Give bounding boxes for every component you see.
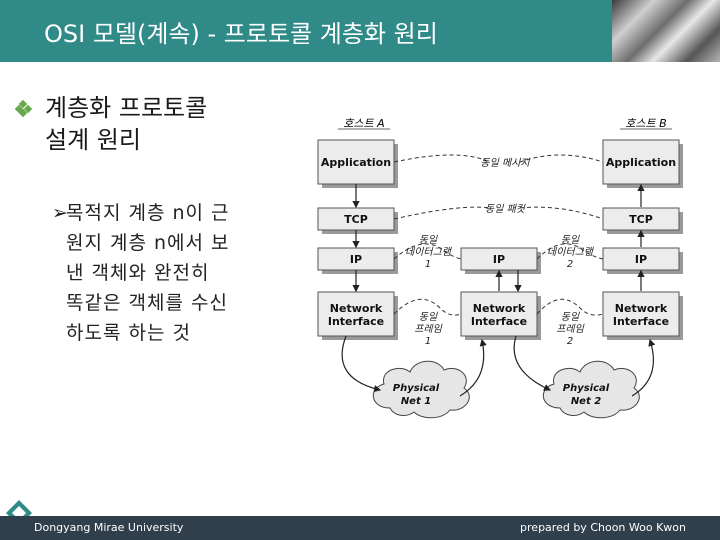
physical-net-1-line1: Physical — [393, 383, 440, 394]
sub-bullet-line: 낸 객체와 완전히 — [66, 258, 304, 288]
same-frame-2-line3: 2 — [567, 336, 573, 347]
footer-university: Dongyang Mirae University — [34, 521, 183, 534]
same-frame-2-line1: 동일 — [561, 311, 580, 323]
ip-a-label: IP — [350, 253, 362, 266]
physical-net-2-line1: Physical — [563, 383, 610, 394]
ni-router-label-1: Network — [473, 302, 526, 315]
same-datagram-2-line2: 데이터그램 — [547, 246, 595, 258]
layering-diagram: 호스트 A 호스트 B Application Application TCP … — [310, 108, 712, 438]
title-bar: OSI 모델(계속) - 프로토콜 계층화 원리 — [0, 0, 612, 62]
same-datagram-1-line3: 1 — [425, 259, 431, 270]
main-bullet: 계층화 프로토콜 설계 원리 — [45, 92, 207, 156]
same-datagram-1-line2: 데이터그램 — [405, 246, 453, 258]
footer-bar: Dongyang Mirae University prepared by Ch… — [0, 516, 720, 540]
same-message-label: 동일 메시지 — [480, 157, 530, 169]
same-datagram-2-line3: 2 — [567, 259, 573, 270]
diamond-bullet-icon — [15, 100, 33, 118]
physical-net-1-line2: Net 1 — [401, 396, 431, 407]
main-bullet-line-1: 계층화 프로토콜 — [45, 92, 207, 124]
page-title: OSI 모델(계속) - 프로토콜 계층화 원리 — [44, 14, 438, 49]
footer-author: prepared by Choon Woo Kwon — [520, 521, 686, 534]
arrow-bullet-icon: ➢ — [52, 198, 69, 228]
ni-b-label-1: Network — [615, 302, 668, 315]
app-a-label: Application — [321, 156, 391, 169]
host-b-label: 호스트 B — [625, 117, 666, 130]
same-frame-1-line2: 프레임 — [414, 323, 442, 335]
ip-b-label: IP — [635, 253, 647, 266]
sub-bullet-line: 하도록 하는 것 — [66, 318, 304, 348]
ip-router-label: IP — [493, 253, 505, 266]
tcp-b-label: TCP — [629, 213, 653, 226]
app-b-label: Application — [606, 156, 676, 169]
ni-a-label-2: Interface — [328, 315, 384, 328]
ni-a-label-1: Network — [330, 302, 383, 315]
sub-bullet-line: 목적지 계층 n이 근 — [66, 198, 304, 228]
same-frame-1-line1: 동일 — [419, 311, 438, 323]
corner-decoration-image — [612, 0, 720, 62]
sub-bullet-line: 똑같은 객체를 수신 — [66, 288, 304, 318]
ni-b-label-2: Interface — [613, 315, 669, 328]
same-datagram-2-line1: 동일 — [561, 234, 580, 246]
same-frame-2-line2: 프레임 — [556, 323, 584, 335]
same-packet-label: 동일 패킷 — [485, 203, 526, 215]
tcp-a-label: TCP — [344, 213, 368, 226]
main-bullet-line-2: 설계 원리 — [45, 124, 207, 156]
host-a-label: 호스트 A — [343, 117, 384, 130]
sub-bullet: ➢ 목적지 계층 n이 근 원지 계층 n에서 보 낸 객체와 완전히 똑같은 … — [66, 198, 304, 348]
physical-net-2-line2: Net 2 — [571, 396, 601, 407]
same-frame-1-line3: 1 — [425, 336, 431, 347]
same-datagram-1-line1: 동일 — [419, 234, 438, 246]
sub-bullet-line: 원지 계층 n에서 보 — [66, 228, 304, 258]
ni-router-label-2: Interface — [471, 315, 527, 328]
